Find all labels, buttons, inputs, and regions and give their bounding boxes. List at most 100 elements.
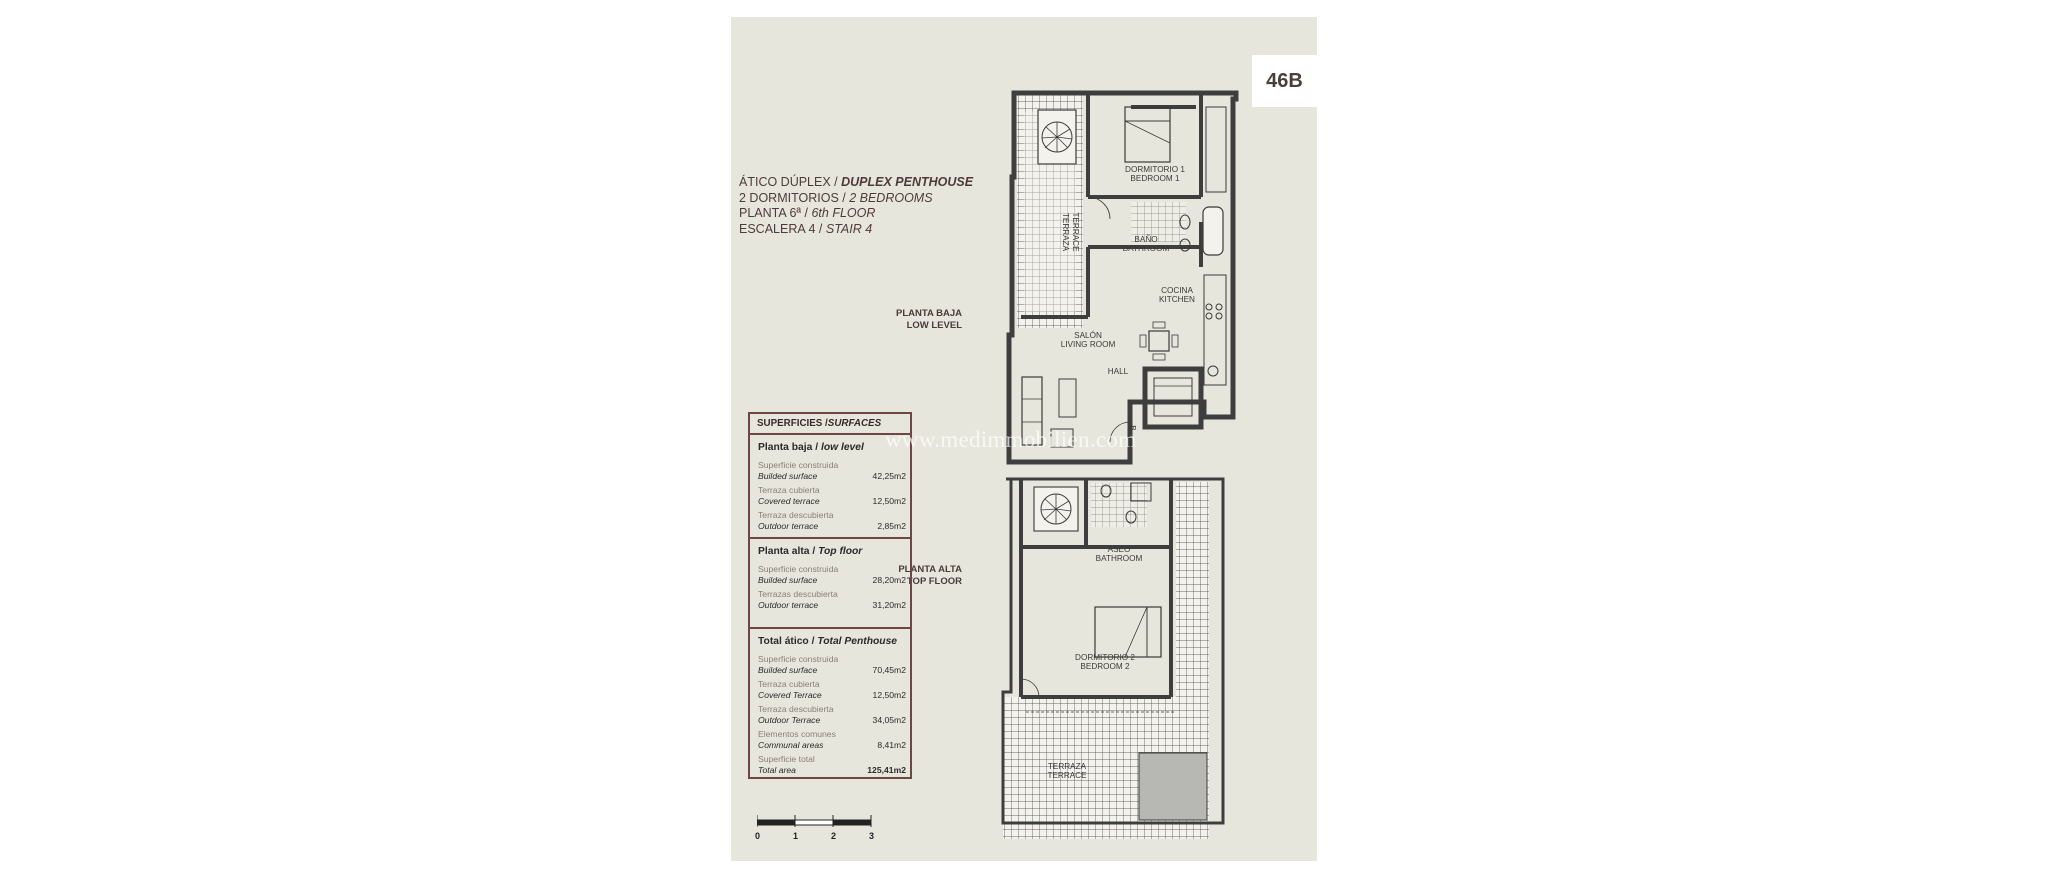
room-labels: DORMITORIO 1 BEDROOM 1 TERRAZA TERRACE B… xyxy=(1047,165,1195,780)
dining-table-icon xyxy=(1139,321,1179,361)
surfaces-table: SUPERFICIES / SURFACES Planta baja / low… xyxy=(748,412,912,779)
section-title: Planta baja / low level xyxy=(758,442,906,453)
scale-label-2: 2 xyxy=(831,831,837,841)
item-value: 8,41m2 xyxy=(877,740,906,750)
top-floor-inner-walls xyxy=(1019,479,1173,699)
top-floor-outer-walls xyxy=(1001,477,1225,825)
scale-bar-graphic xyxy=(757,815,872,827)
top-toilet-icon xyxy=(1100,484,1112,498)
item-value: 42,25m2 xyxy=(872,471,906,481)
item-en: Communal areas xyxy=(758,740,824,750)
section-top-floor: Planta alta / Top floor Superficie const… xyxy=(750,539,910,629)
item-en: Builded surface xyxy=(758,471,818,481)
item-value: 34,05m2 xyxy=(872,715,906,725)
item-es: Terraza descubierta xyxy=(758,510,834,520)
kitchen-fixtures xyxy=(1203,274,1227,386)
label-terrace-lower-es: TERRAZA xyxy=(1048,762,1087,771)
bathtub-icon xyxy=(1202,206,1224,256)
bathroom-fixtures xyxy=(1131,202,1224,256)
top-floor-label-es: PLANTA ALTA xyxy=(898,564,962,575)
bed-2-icon xyxy=(1094,606,1162,658)
elevator-shaft-icon xyxy=(1142,366,1204,430)
item-en: Outdoor terrace xyxy=(758,600,819,610)
unit-code-badge: 46B xyxy=(1252,55,1317,107)
terrace-door-swing xyxy=(1020,678,1040,698)
low-level-label: PLANTA BAJA LOW LEVEL xyxy=(870,308,962,332)
section-title-es: Total ático / xyxy=(758,636,818,647)
top-floor-label: PLANTA ALTA TOP FLOOR xyxy=(870,564,962,588)
toilet-fixtures xyxy=(1091,482,1152,527)
section-title-en: Total Penthouse xyxy=(817,636,898,647)
item-es: Superficie total xyxy=(758,754,815,764)
unit-code: 46B xyxy=(1266,69,1303,92)
section-title: Total ático / Total Penthouse xyxy=(758,636,906,647)
surfaces-header-en: SURFACES xyxy=(827,418,882,429)
stair-en: STAIR 4 xyxy=(825,221,873,236)
item-es: Terraza cubierta xyxy=(758,485,820,495)
item-es: Superficie construida xyxy=(758,564,839,574)
item-es: Terraza cubierta xyxy=(758,679,820,689)
description-line-type: ÁTICO DÚPLEX / DUPLEX PENTHOUSE xyxy=(739,175,973,191)
label-bedroom2-es: DORMITORIO 2 xyxy=(1075,653,1135,662)
type-es: ÁTICO DÚPLEX / xyxy=(739,175,842,189)
item-en: Covered Terrace xyxy=(758,690,822,700)
scale-label-1: 1 xyxy=(793,831,799,841)
section-title-es: Planta alta / xyxy=(758,546,819,557)
label-door-mark: B xyxy=(1128,425,1137,431)
label-bedroom2-en: BEDROOM 2 xyxy=(1080,662,1130,671)
scale-label-0: 0 xyxy=(755,831,761,841)
scale-label-3: 3 xyxy=(869,831,875,841)
void-block xyxy=(1138,752,1208,821)
bedrooms-es: 2 DORMITORIOS / xyxy=(739,190,850,205)
item-value: 70,45m2 xyxy=(872,665,906,675)
label-toilet-es: ASEO xyxy=(1108,545,1131,554)
label-bedroom1-es: DORMITORIO 1 xyxy=(1125,165,1185,174)
item-en: Total area xyxy=(758,765,796,775)
sofa-icon xyxy=(1021,376,1077,448)
top-floor-plan xyxy=(1001,477,1225,839)
label-bedroom1-en: BEDROOM 1 xyxy=(1130,174,1180,183)
label-bath-es: BAÑO xyxy=(1134,234,1157,244)
side-terrace-floor xyxy=(1176,482,1209,702)
item-en: Outdoor Terrace xyxy=(758,715,821,725)
label-kitchen-es: COCINA xyxy=(1161,286,1193,295)
low-level-label-en: LOW LEVEL xyxy=(906,320,962,331)
label-hall: HALL xyxy=(1108,367,1129,376)
label-toilet-en: BATHROOM xyxy=(1096,554,1143,563)
top-sink-icon xyxy=(1125,510,1137,524)
section-title-en: Top floor xyxy=(818,546,863,557)
floor-en: 6th FLOOR xyxy=(811,206,876,220)
type-en: DUPLEX PENTHOUSE xyxy=(841,175,974,189)
section-title: Planta alta / Top floor xyxy=(758,546,906,557)
shower-icon xyxy=(1130,482,1152,502)
item-es: Terraza descubierta xyxy=(758,704,834,714)
entry-door-swing xyxy=(1109,421,1131,443)
low-level-plan xyxy=(1006,90,1239,465)
item-es: Terrazas descubierta xyxy=(758,589,838,599)
section-title-en: low level xyxy=(820,442,864,453)
item-en: Covered terrace xyxy=(758,496,820,506)
description-line-stair: ESCALERA 4 / STAIR 4 xyxy=(739,222,973,238)
low-level-inner-walls xyxy=(1021,95,1203,319)
bedrooms-en: 2 BEDROOMS xyxy=(849,190,933,205)
door-swing xyxy=(1087,196,1111,220)
wardrobe-icon xyxy=(1205,106,1227,193)
item-en: Outdoor terrace xyxy=(758,521,819,531)
item-value: 125,41m2 xyxy=(867,765,906,775)
item-value: 2,85m2 xyxy=(877,521,906,531)
watermark: www.medimmobilien.com xyxy=(885,427,1137,452)
item-value: 28,20m2 xyxy=(872,575,906,585)
floor-plan-drawing: DORMITORIO 1 BEDROOM 1 TERRAZA TERRACE B… xyxy=(1001,90,1239,839)
floor-es: PLANTA 6ª / xyxy=(739,206,812,220)
surfaces-table-header: SUPERFICIES / SURFACES xyxy=(750,414,910,435)
label-living-es: SALÓN xyxy=(1074,330,1102,340)
